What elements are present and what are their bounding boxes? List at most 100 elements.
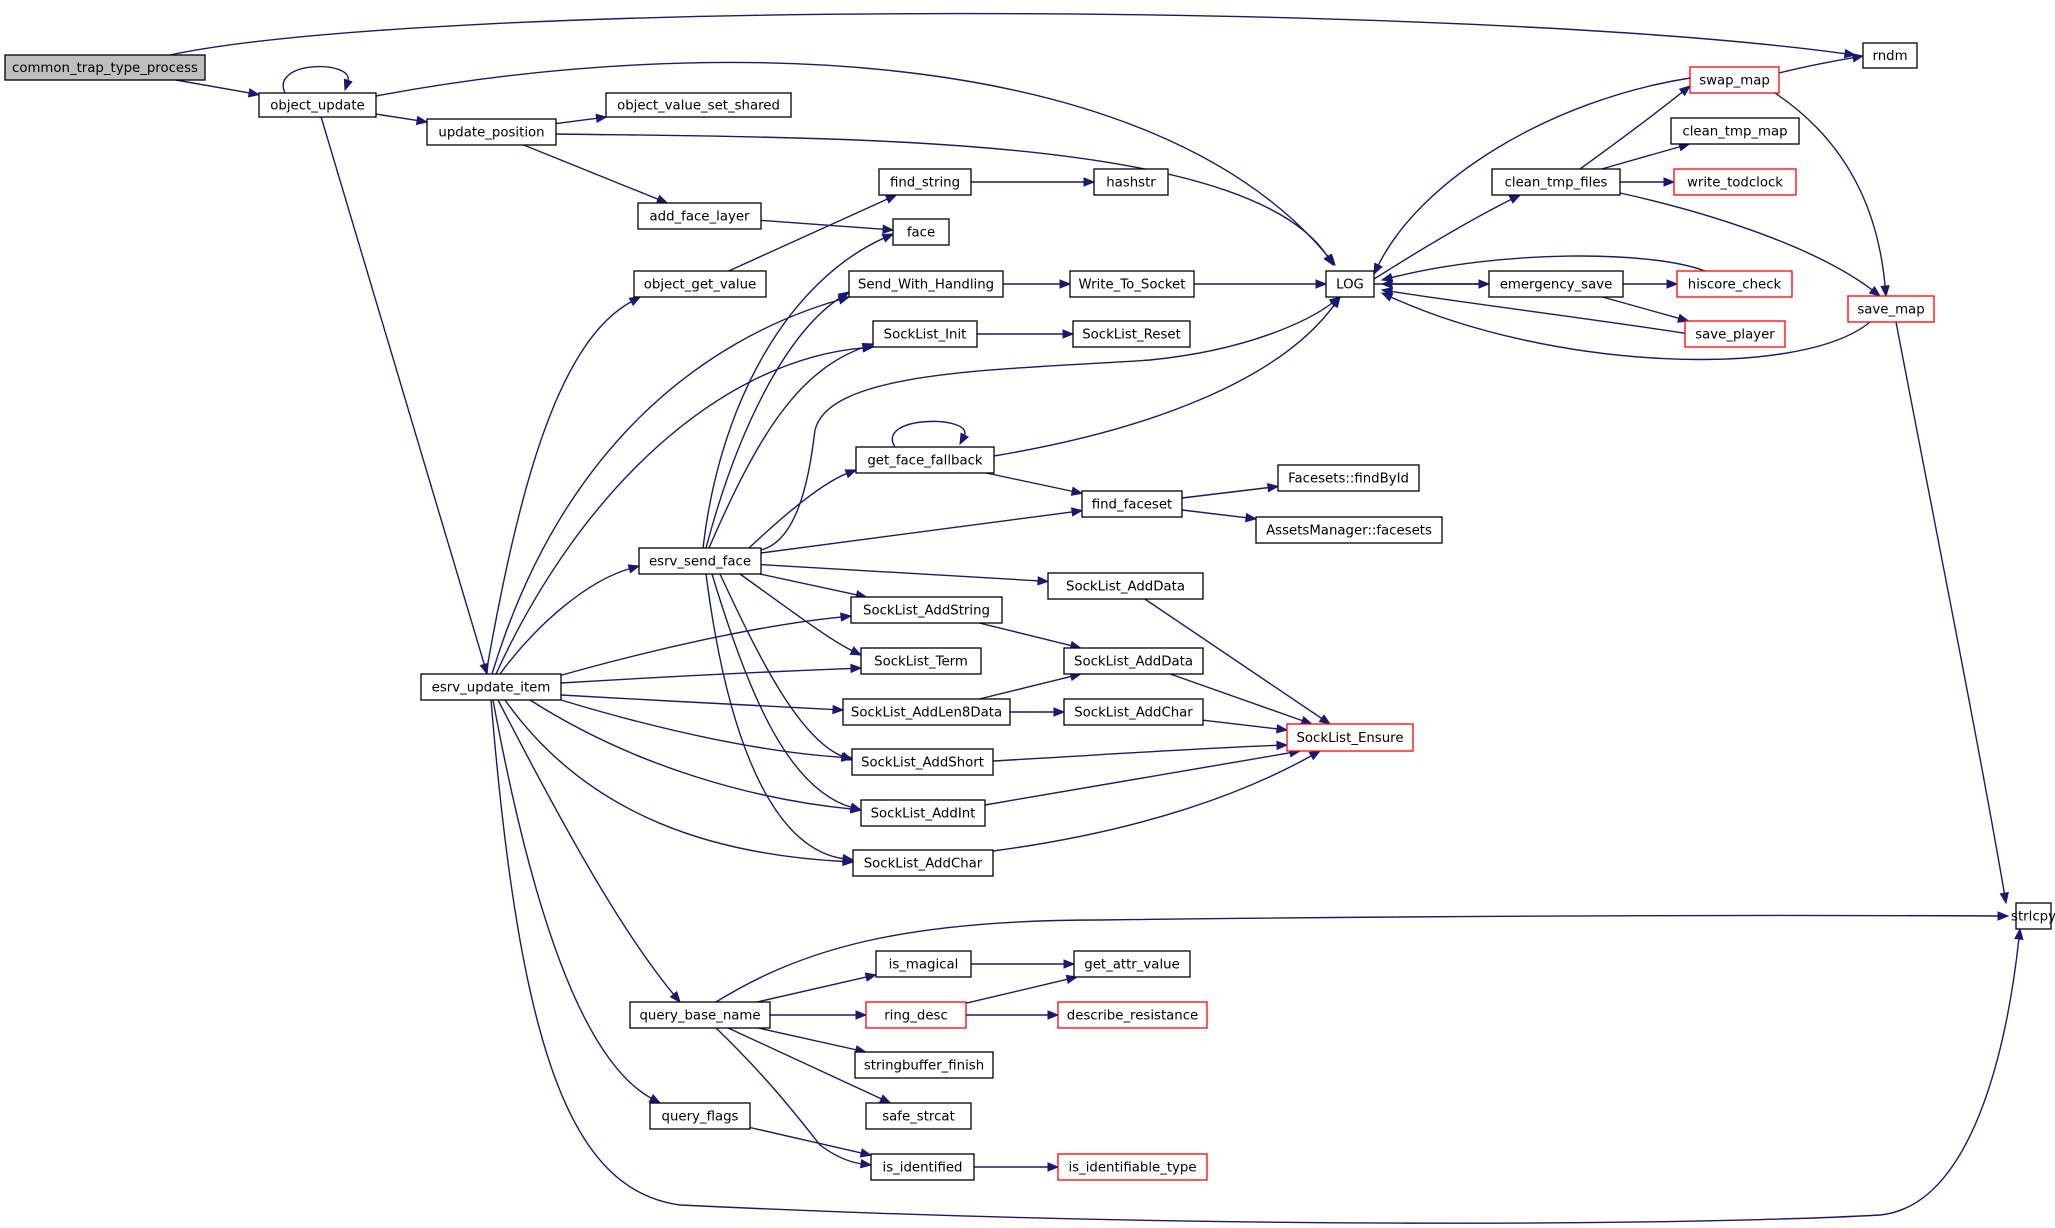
node-box[interactable] bbox=[1063, 647, 1204, 675]
node-socklist-addint[interactable]: SockList_AddInt bbox=[860, 799, 986, 827]
node-query-base-name[interactable]: query_base_name bbox=[629, 1001, 771, 1029]
node-socklist-addchar-1[interactable]: SockList_AddChar bbox=[1063, 698, 1204, 726]
node-box[interactable] bbox=[851, 748, 994, 776]
node-box[interactable] bbox=[4, 54, 206, 81]
node-ring-desc[interactable]: ring_desc bbox=[865, 1001, 967, 1029]
node-box[interactable] bbox=[1081, 490, 1183, 518]
node-send-with-handling[interactable]: Send_With_Handling bbox=[848, 270, 1004, 298]
node-socklist-ensure[interactable]: SockList_Ensure bbox=[1286, 723, 1414, 752]
node-box[interactable] bbox=[426, 118, 557, 146]
node-safe-strcat[interactable]: safe_strcat bbox=[865, 1102, 972, 1130]
node-box[interactable] bbox=[1277, 464, 1420, 492]
node-save-player[interactable]: save_player bbox=[1684, 320, 1786, 348]
node-box[interactable] bbox=[258, 92, 377, 118]
node-box[interactable] bbox=[637, 202, 762, 230]
node-socklist-addchar-2[interactable]: SockList_AddChar bbox=[852, 849, 994, 877]
node-socklist-init[interactable]: SockList_Init bbox=[872, 320, 978, 348]
node-box[interactable] bbox=[1684, 320, 1786, 348]
node-box[interactable] bbox=[1862, 42, 1918, 69]
node-box[interactable] bbox=[865, 1102, 972, 1130]
node-socklist-reset[interactable]: SockList_Reset bbox=[1072, 320, 1191, 348]
node-box[interactable] bbox=[1073, 950, 1191, 978]
node-box[interactable] bbox=[629, 1001, 771, 1029]
node-box[interactable] bbox=[638, 547, 762, 575]
node-strlcpy[interactable]: strlcpy bbox=[2011, 902, 2055, 930]
node-is-identifiable-type[interactable]: is_identifiable_type bbox=[1057, 1153, 1208, 1181]
node-swap-map[interactable]: swap_map bbox=[1689, 66, 1780, 94]
node-box[interactable] bbox=[633, 270, 767, 298]
node-box[interactable] bbox=[848, 270, 1004, 298]
node-esrv-send-face[interactable]: esrv_send_face bbox=[638, 547, 762, 575]
node-box[interactable] bbox=[892, 218, 950, 246]
node-hiscore-check[interactable]: hiscore_check bbox=[1676, 270, 1793, 298]
node-socklist-adddata-2[interactable]: SockList_AddData bbox=[1063, 647, 1204, 675]
node-common-trap-type-process[interactable]: common_trap_type_process bbox=[4, 54, 206, 81]
node-update-position[interactable]: update_position bbox=[426, 118, 557, 146]
node-write-to-socket[interactable]: Write_To_Socket bbox=[1069, 270, 1195, 298]
node-box[interactable] bbox=[1670, 117, 1800, 145]
node-box[interactable] bbox=[420, 673, 562, 701]
node-clean-tmp-files[interactable]: clean_tmp_files bbox=[1491, 168, 1621, 196]
node-box[interactable] bbox=[1063, 698, 1204, 726]
node-esrv-update-item[interactable]: esrv_update_item bbox=[420, 673, 562, 701]
node-box[interactable] bbox=[1325, 270, 1375, 298]
node-save-map[interactable]: save_map bbox=[1847, 295, 1935, 323]
node-box[interactable] bbox=[1057, 1001, 1208, 1029]
node-box[interactable] bbox=[1069, 270, 1195, 298]
node-stringbuffer-finish[interactable]: stringbuffer_finish bbox=[854, 1051, 994, 1079]
node-socklist-addlen8data[interactable]: SockList_AddLen8Data bbox=[842, 698, 1011, 726]
node-box[interactable] bbox=[842, 698, 1011, 726]
node-box[interactable] bbox=[854, 1051, 994, 1079]
node-box[interactable] bbox=[1047, 572, 1204, 600]
node-find-faceset[interactable]: find_faceset bbox=[1081, 490, 1183, 518]
node-rndm[interactable]: rndm bbox=[1862, 42, 1918, 69]
node-box[interactable] bbox=[865, 1001, 967, 1029]
node-box[interactable] bbox=[855, 446, 995, 474]
node-box[interactable] bbox=[1286, 723, 1414, 752]
node-find-string[interactable]: find_string bbox=[878, 168, 972, 196]
node-box[interactable] bbox=[605, 92, 792, 118]
node-box[interactable] bbox=[852, 849, 994, 877]
node-box[interactable] bbox=[1491, 168, 1621, 196]
node-socklist-term[interactable]: SockList_Term bbox=[860, 647, 982, 675]
node-box[interactable] bbox=[1847, 295, 1935, 323]
node-box[interactable] bbox=[1488, 270, 1624, 298]
node-socklist-addshort[interactable]: SockList_AddShort bbox=[851, 748, 994, 776]
node-box[interactable] bbox=[1093, 168, 1169, 196]
node-box[interactable] bbox=[875, 950, 972, 978]
node-get-attr-value[interactable]: get_attr_value bbox=[1073, 950, 1191, 978]
node-assetsmanager-facesets[interactable]: AssetsManager::facesets bbox=[1255, 516, 1443, 544]
node-object-update[interactable]: object_update bbox=[258, 92, 377, 118]
node-socklist-addstring[interactable]: SockList_AddString bbox=[850, 596, 1003, 624]
node-box[interactable] bbox=[1673, 168, 1797, 196]
node-object-get-value[interactable]: object_get_value bbox=[633, 270, 767, 298]
node-box[interactable] bbox=[850, 596, 1003, 624]
node-box[interactable] bbox=[1255, 516, 1443, 544]
node-object-value-set-shared[interactable]: object_value_set_shared bbox=[605, 92, 792, 118]
node-box[interactable] bbox=[1676, 270, 1793, 298]
node-box[interactable] bbox=[2015, 902, 2052, 930]
node-is-magical[interactable]: is_magical bbox=[875, 950, 972, 978]
node-face[interactable]: face bbox=[892, 218, 950, 246]
node-box[interactable] bbox=[878, 168, 972, 196]
node-box[interactable] bbox=[649, 1102, 751, 1130]
node-query-flags[interactable]: query_flags bbox=[649, 1102, 751, 1130]
node-hashstr[interactable]: hashstr bbox=[1093, 168, 1169, 196]
node-write-todclock[interactable]: write_todclock bbox=[1673, 168, 1797, 196]
node-describe-resistance[interactable]: describe_resistance bbox=[1057, 1001, 1208, 1029]
node-box[interactable] bbox=[1057, 1153, 1208, 1181]
node-box[interactable] bbox=[870, 1153, 975, 1181]
node-facesets-findbyid[interactable]: Facesets::findById bbox=[1277, 464, 1420, 492]
node-box[interactable] bbox=[860, 799, 986, 827]
node-box[interactable] bbox=[872, 320, 978, 348]
node-is-identified[interactable]: is_identified bbox=[870, 1153, 975, 1181]
node-box[interactable] bbox=[1689, 66, 1780, 94]
node-box[interactable] bbox=[1072, 320, 1191, 348]
node-add-face-layer[interactable]: add_face_layer bbox=[637, 202, 762, 230]
node-log[interactable]: LOG bbox=[1325, 270, 1375, 298]
node-emergency-save[interactable]: emergency_save bbox=[1488, 270, 1624, 298]
node-box[interactable] bbox=[860, 647, 982, 675]
node-get-face-fallback[interactable]: get_face_fallback bbox=[855, 446, 995, 474]
node-socklist-adddata-1[interactable]: SockList_AddData bbox=[1047, 572, 1204, 600]
node-clean-tmp-map[interactable]: clean_tmp_map bbox=[1670, 117, 1800, 145]
